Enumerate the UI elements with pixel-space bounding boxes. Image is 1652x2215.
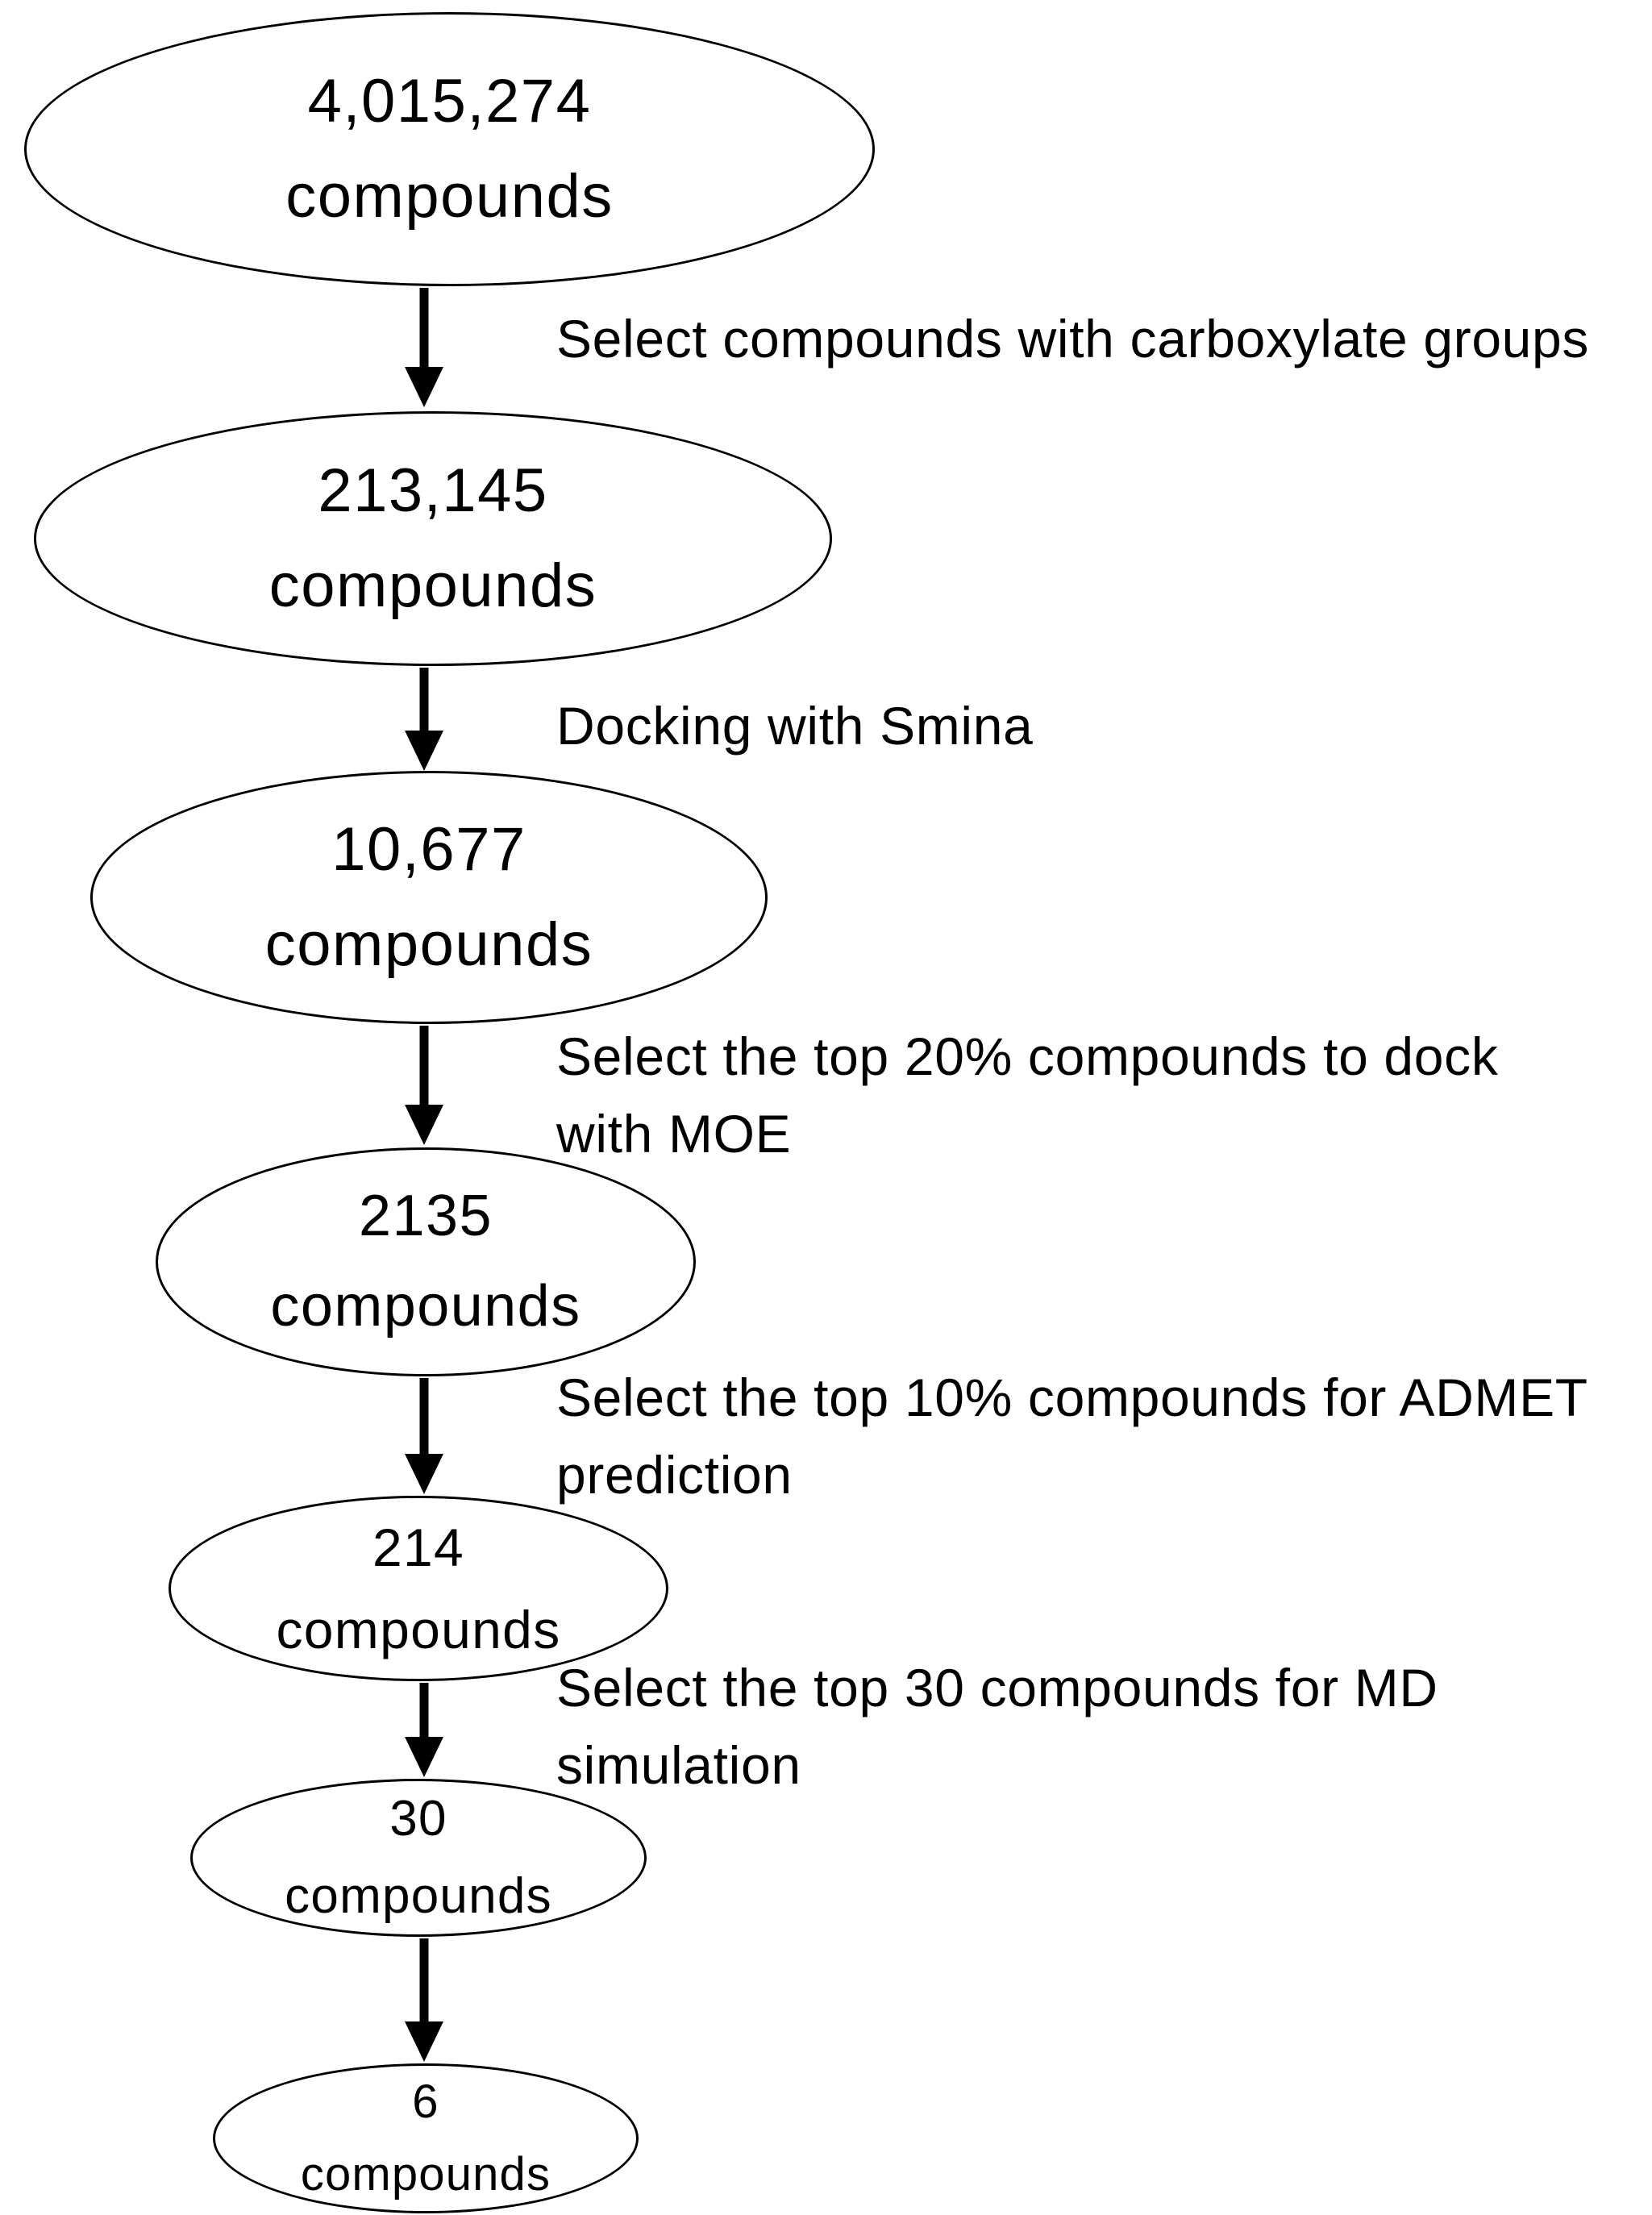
step-label-5: Select the top 30 compounds for MD simul… <box>556 1649 1652 1804</box>
stage-unit: compounds <box>285 162 614 231</box>
arrow-stem <box>419 1026 429 1105</box>
ellipse-stage-7: 6 compounds <box>213 2063 639 2213</box>
arrowhead-icon <box>405 2021 443 2062</box>
arrowhead-icon <box>405 1454 443 1494</box>
step-label-line: with MOE <box>556 1104 792 1164</box>
stage-unit: compounds <box>268 552 597 620</box>
arrow-stem <box>419 668 429 731</box>
arrow-down-5 <box>405 1683 443 1777</box>
step-label-1: Select compounds with carboxylate groups <box>556 300 1652 377</box>
arrow-down-4 <box>405 1378 443 1494</box>
step-label-line: simulation <box>556 1735 801 1795</box>
step-label-line: Select the top 20% compounds to dock <box>556 1026 1499 1086</box>
stage-count: 213,145 <box>318 456 548 526</box>
arrow-stem <box>419 1938 429 2021</box>
stage-count: 214 <box>372 1517 465 1577</box>
step-label-line: Select compounds with carboxylate groups <box>556 309 1590 368</box>
step-label-2: Docking with Smina <box>556 687 1652 764</box>
arrowhead-icon <box>405 1105 443 1145</box>
stage-unit: compounds <box>270 1274 581 1339</box>
ellipse-stage-2: 213,145 compounds <box>34 411 832 666</box>
ellipse-stage-3: 10,677 compounds <box>90 771 768 1024</box>
step-label-line: Docking with Smina <box>556 696 1034 756</box>
arrow-stem <box>419 1378 429 1454</box>
step-label-4: Select the top 10% compounds for ADMET p… <box>556 1359 1652 1513</box>
ellipse-stage-5: 214 compounds <box>169 1496 668 1681</box>
arrow-down-2 <box>405 668 443 771</box>
stage-count: 10,677 <box>331 815 526 885</box>
arrowhead-icon <box>405 731 443 771</box>
stage-count: 30 <box>389 1790 447 1847</box>
stage-unit: compounds <box>300 2148 551 2200</box>
ellipse-stage-1: 4,015,274 compounds <box>24 12 875 286</box>
arrowhead-icon <box>405 1737 443 1777</box>
ellipse-stage-4: 2135 compounds <box>156 1147 696 1376</box>
step-label-line: Select the top 30 compounds for MD <box>556 1658 1438 1717</box>
stage-unit: compounds <box>276 1600 561 1659</box>
stage-count: 6 <box>412 2076 439 2129</box>
step-label-3: Select the top 20% compounds to dock wit… <box>556 1018 1652 1172</box>
arrow-stem <box>419 1683 429 1737</box>
step-label-line: Select the top 10% compounds for ADMET <box>556 1368 1588 1427</box>
step-label-line: prediction <box>556 1445 793 1505</box>
arrowhead-icon <box>405 367 443 407</box>
arrow-down-3 <box>405 1026 443 1145</box>
arrow-down-1 <box>405 288 443 407</box>
stage-count: 2135 <box>359 1184 493 1249</box>
stage-count: 4,015,274 <box>307 67 592 136</box>
arrow-stem <box>419 288 429 367</box>
arrow-down-6 <box>405 1938 443 2062</box>
ellipse-stage-6: 30 compounds <box>190 1779 647 1937</box>
stage-unit: compounds <box>285 1868 552 1924</box>
stage-unit: compounds <box>264 910 593 979</box>
